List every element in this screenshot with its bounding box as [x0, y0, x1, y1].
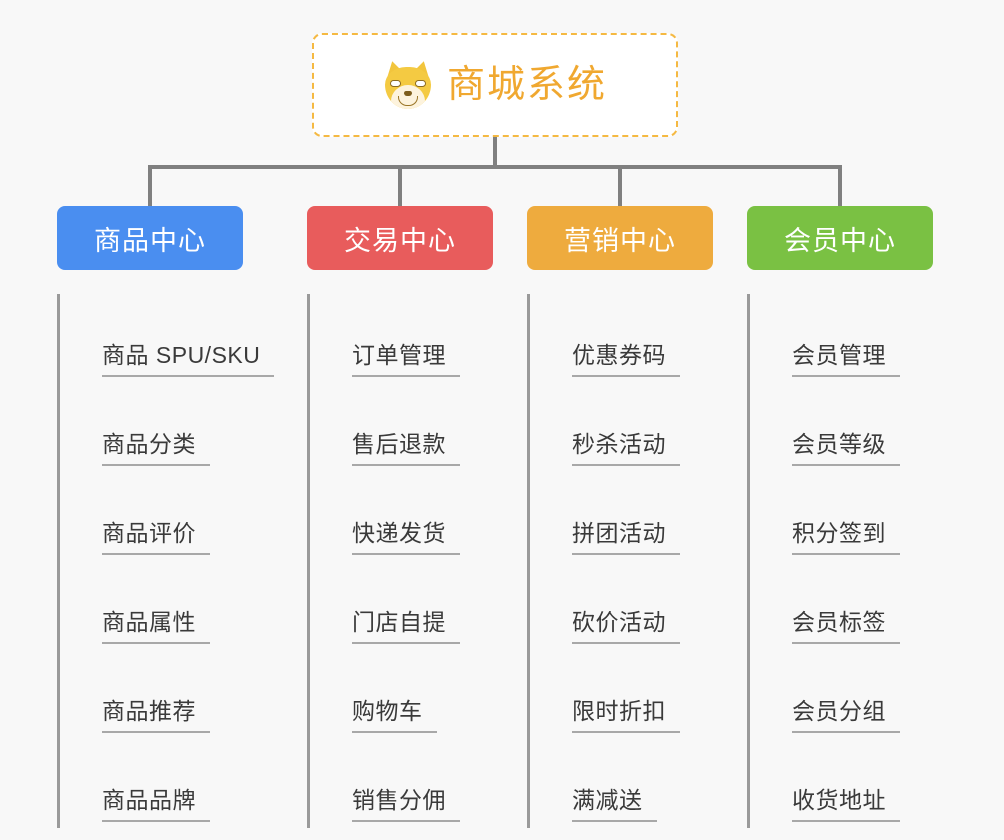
list-item[interactable]: 秒杀活动 [534, 383, 713, 472]
item-label: 满减送 [572, 781, 657, 822]
item-label: 门店自提 [352, 603, 460, 644]
item-label: 商品评价 [102, 514, 210, 555]
category-header-trade-center[interactable]: 交易中心 [307, 206, 493, 270]
item-list: 商品 SPU/SKU 商品分类 商品评价 商品属性 商品推荐 商品品牌 [57, 294, 275, 828]
list-item[interactable]: 满减送 [534, 739, 713, 828]
item-label: 商品品牌 [102, 781, 210, 822]
item-label: 会员管理 [792, 336, 900, 377]
list-item[interactable]: 优惠券码 [534, 294, 713, 383]
list-item[interactable]: 拼团活动 [534, 472, 713, 561]
item-label: 砍价活动 [572, 603, 680, 644]
item-list: 会员管理 会员等级 积分签到 会员标签 会员分组 收货地址 [747, 294, 933, 828]
category-header-marketing-center[interactable]: 营销中心 [527, 206, 713, 270]
list-item[interactable]: 商品推荐 [64, 650, 243, 739]
list-item[interactable]: 收货地址 [754, 739, 933, 828]
item-label: 售后退款 [352, 425, 460, 466]
shiba-dog-icon [383, 59, 433, 109]
item-label: 购物车 [352, 692, 437, 733]
column-member-center: 会员中心 会员管理 会员等级 积分签到 会员标签 会员分组 收货地址 [747, 206, 933, 828]
list-item[interactable]: 售后退款 [314, 383, 493, 472]
item-label: 商品属性 [102, 603, 210, 644]
category-header-member-center[interactable]: 会员中心 [747, 206, 933, 270]
category-title: 会员中心 [784, 225, 896, 256]
connector-drop-3 [618, 165, 622, 208]
category-title: 营销中心 [564, 225, 676, 256]
connector-drop-2 [398, 165, 402, 208]
list-item[interactable]: 快递发货 [314, 472, 493, 561]
list-item[interactable]: 门店自提 [314, 561, 493, 650]
list-item[interactable]: 会员管理 [754, 294, 933, 383]
item-label: 限时折扣 [572, 692, 680, 733]
list-item[interactable]: 订单管理 [314, 294, 493, 383]
list-item[interactable]: 销售分佣 [314, 739, 493, 828]
column-trade-center: 交易中心 订单管理 售后退款 快递发货 门店自提 购物车 销售分佣 [307, 206, 493, 828]
root-title: 商城系统 [446, 64, 607, 106]
category-header-product-center[interactable]: 商品中心 [57, 206, 243, 270]
item-label: 收货地址 [792, 781, 900, 822]
item-label: 订单管理 [352, 336, 460, 377]
list-item[interactable]: 会员标签 [754, 561, 933, 650]
list-item[interactable]: 会员等级 [754, 383, 933, 472]
list-item[interactable]: 砍价活动 [534, 561, 713, 650]
list-item[interactable]: 限时折扣 [534, 650, 713, 739]
list-item[interactable]: 会员分组 [754, 650, 933, 739]
item-label: 商品推荐 [102, 692, 210, 733]
list-item[interactable]: 商品属性 [64, 561, 243, 650]
item-label: 快递发货 [352, 514, 460, 555]
column-product-center: 商品中心 商品 SPU/SKU 商品分类 商品评价 商品属性 商品推荐 商品品牌 [57, 206, 275, 828]
item-label: 销售分佣 [352, 781, 460, 822]
item-label: 商品分类 [102, 425, 210, 466]
item-label: 积分签到 [792, 514, 900, 555]
category-title: 交易中心 [344, 225, 456, 256]
list-item[interactable]: 积分签到 [754, 472, 933, 561]
connector-horizontal-bus [148, 165, 842, 169]
connector-drop-1 [148, 165, 152, 208]
item-label: 会员分组 [792, 692, 900, 733]
item-label: 优惠券码 [572, 336, 680, 377]
category-title: 商品中心 [94, 225, 206, 256]
item-list: 优惠券码 秒杀活动 拼团活动 砍价活动 限时折扣 满减送 [527, 294, 713, 828]
item-label: 会员等级 [792, 425, 900, 466]
list-item[interactable]: 购物车 [314, 650, 493, 739]
item-label: 会员标签 [792, 603, 900, 644]
list-item[interactable]: 商品分类 [64, 383, 243, 472]
list-item[interactable]: 商品 SPU/SKU [64, 294, 275, 383]
list-item[interactable]: 商品评价 [64, 472, 243, 561]
item-label: 拼团活动 [572, 514, 680, 555]
item-label: 商品 SPU/SKU [102, 336, 275, 377]
column-marketing-center: 营销中心 优惠券码 秒杀活动 拼团活动 砍价活动 限时折扣 满减送 [527, 206, 713, 828]
root-node[interactable]: 商城系统 [312, 33, 678, 137]
item-list: 订单管理 售后退款 快递发货 门店自提 购物车 销售分佣 [307, 294, 493, 828]
list-item[interactable]: 商品品牌 [64, 739, 243, 828]
connector-drop-4 [838, 165, 842, 208]
item-label: 秒杀活动 [572, 425, 680, 466]
connector-root-stem [493, 137, 497, 167]
